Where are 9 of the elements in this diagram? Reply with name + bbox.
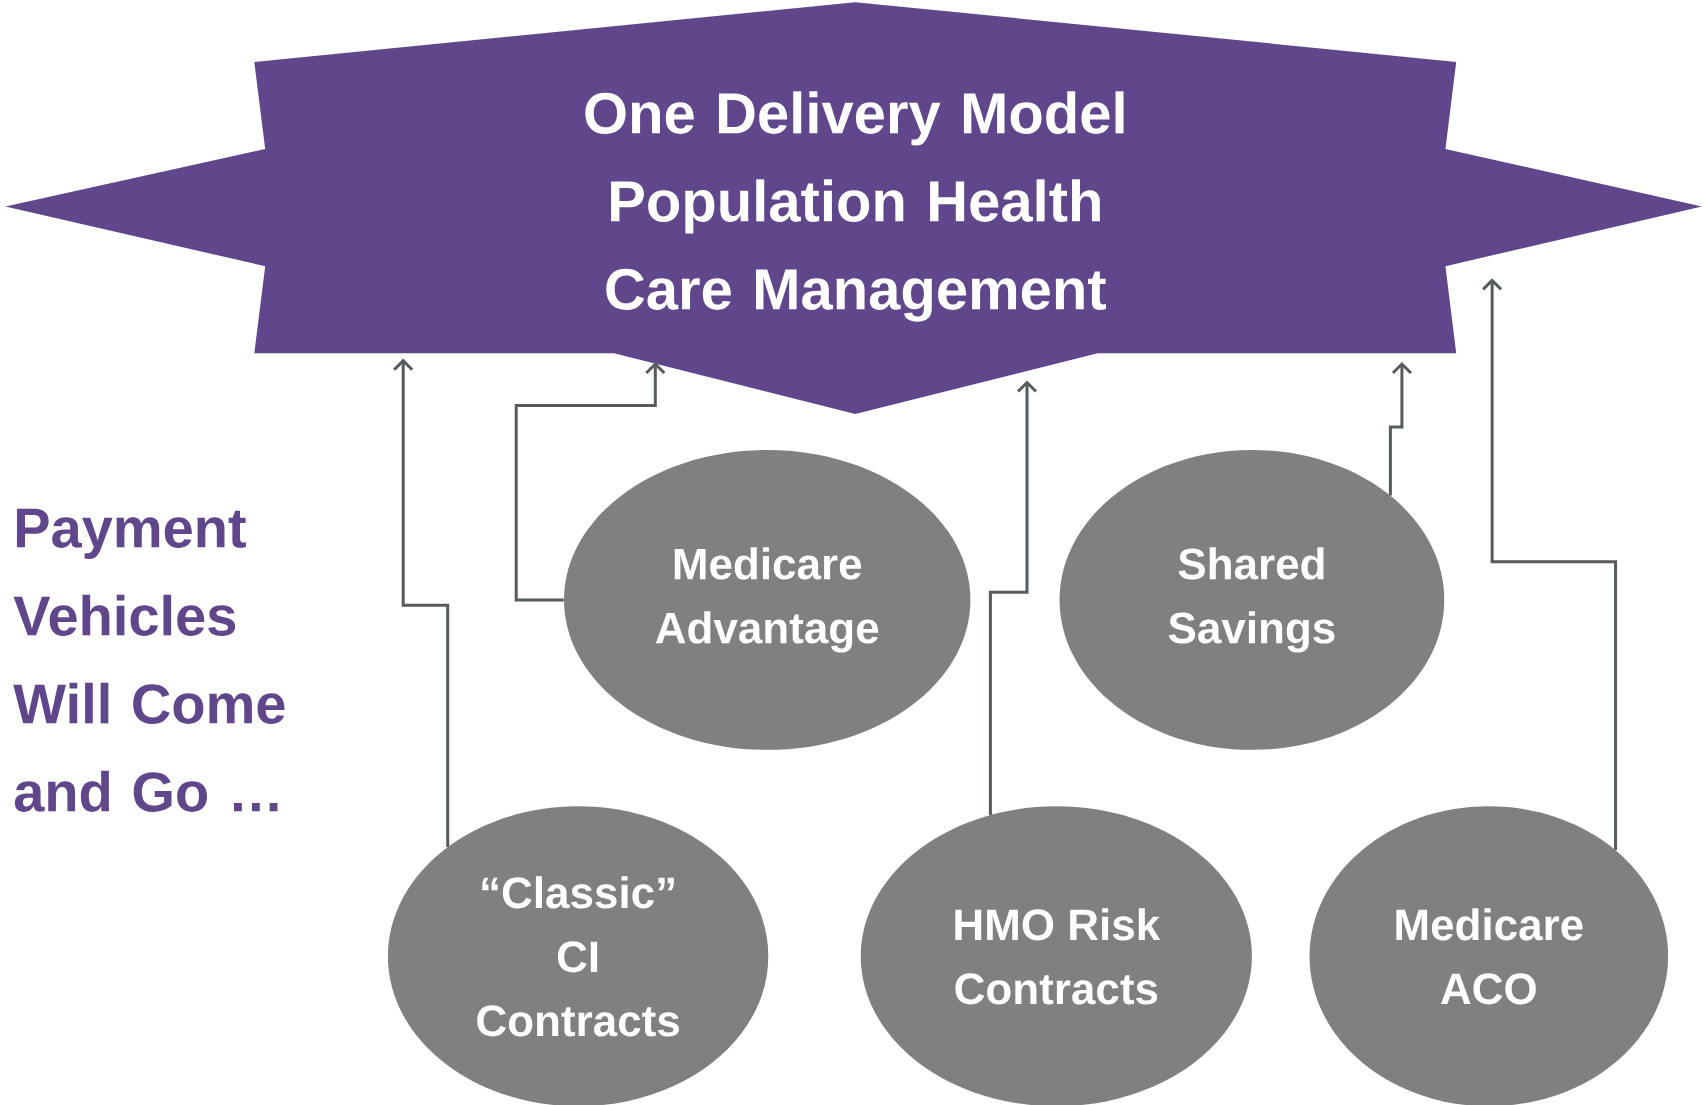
star-banner: One Delivery Model Population Health Care Management bbox=[5, 2, 1702, 414]
side-note: Payment Vehicles Will Come and Go … bbox=[13, 508, 285, 812]
ellipse-node: Shared Savings bbox=[1059, 449, 1445, 750]
arrow bbox=[514, 361, 666, 602]
arrow bbox=[393, 358, 450, 847]
arrow bbox=[988, 380, 1038, 815]
ellipse-node: Medicare Advantage bbox=[564, 449, 971, 750]
arrow bbox=[1482, 278, 1618, 850]
arrow bbox=[1388, 361, 1412, 496]
